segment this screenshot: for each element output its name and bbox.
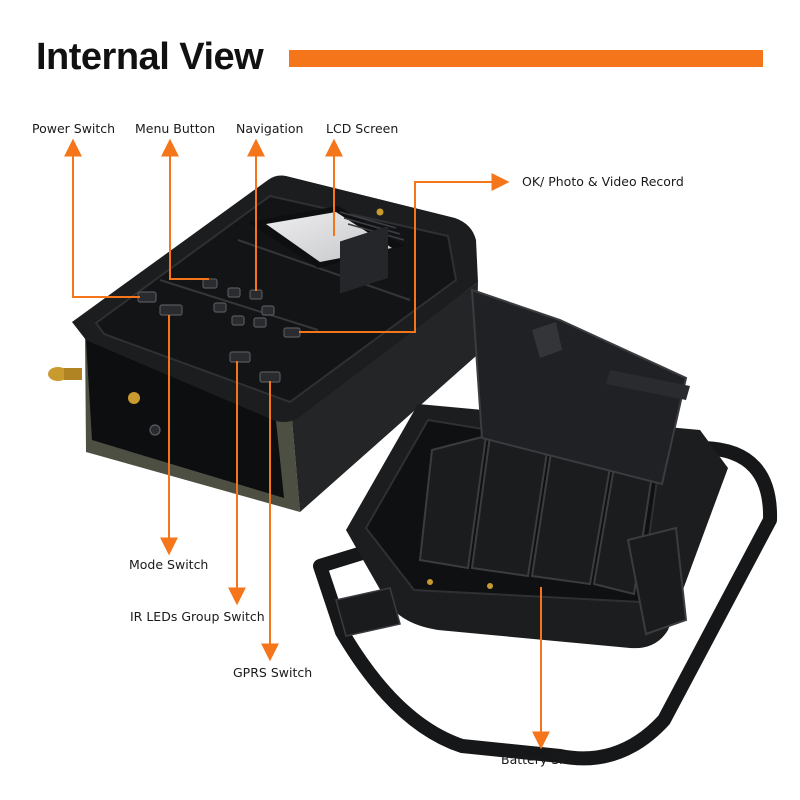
label-menu-button: Menu Button <box>135 121 216 136</box>
side-clip <box>626 526 688 636</box>
menu-button-shape <box>202 278 218 289</box>
panel-divider <box>159 239 411 331</box>
label-lcd-screen: LCD Screen <box>326 121 399 136</box>
label-ir-switch: IR LEDs Group Switch <box>130 609 265 624</box>
mode-switch-shape <box>159 304 183 316</box>
ir-switch-shape <box>229 351 251 363</box>
battery-contacts <box>427 579 493 589</box>
label-power-switch: Power Switch <box>32 121 116 136</box>
label-gprs-switch: GPRS Switch <box>233 665 313 680</box>
mounting-strap <box>313 441 778 766</box>
lid-latch <box>532 322 562 358</box>
camera-control-unit <box>48 175 478 512</box>
page-title: Internal View <box>36 36 264 78</box>
tripod-mount <box>128 392 140 404</box>
camera-battery-unit <box>313 288 778 766</box>
ok-button-shape <box>283 327 301 338</box>
side-brass-knob <box>48 367 68 381</box>
callout-lines <box>64 138 550 750</box>
label-navigation: Navigation <box>236 121 304 136</box>
front-screw <box>149 424 161 436</box>
callout-ok-button <box>299 173 510 333</box>
callout-power-switch <box>64 138 140 298</box>
label-battery-slot: Battery Slot <box>501 752 576 767</box>
front-window <box>340 225 388 294</box>
label-mode-switch: Mode Switch <box>129 557 209 572</box>
gprs-switch-shape <box>259 371 281 383</box>
label-ok-button: OK/ Photo & Video Record <box>522 174 684 189</box>
unit-front-face <box>86 340 284 498</box>
title-accent-bar <box>289 50 763 67</box>
unit-right-side <box>292 282 478 512</box>
callout-menu-button <box>161 138 209 280</box>
battery-lid <box>470 288 688 486</box>
lcd-top-screw <box>376 208 384 216</box>
navigation-pad <box>213 287 275 328</box>
power-switch-shape <box>137 291 157 303</box>
lid-hinge-bar <box>606 370 690 400</box>
